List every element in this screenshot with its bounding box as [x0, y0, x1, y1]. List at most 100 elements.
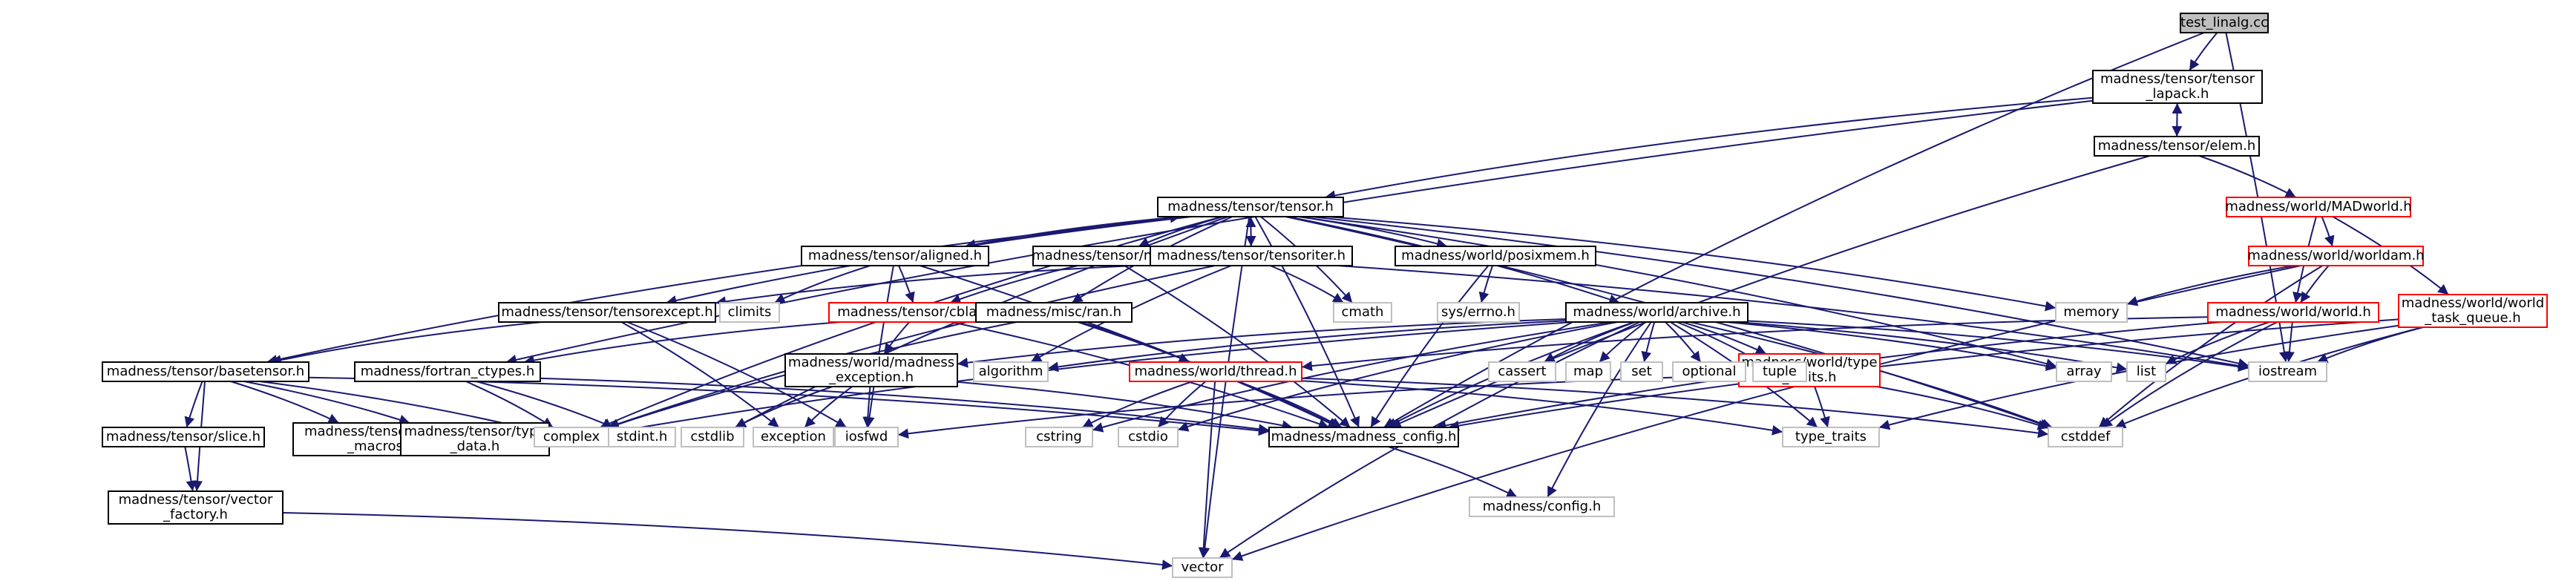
node-label: climits [728, 304, 772, 320]
node-madness-tensor-tensoriter-h[interactable]: madness/tensor/tensoriter.h [1150, 246, 1353, 266]
node-label: algorithm [979, 364, 1043, 379]
node-label: madness/tensor/basetensor.h [107, 364, 304, 379]
edge-aligned-to-climits [774, 265, 871, 303]
node-madness-tensor-elem-h[interactable]: madness/tensor/elem.h [2094, 136, 2260, 157]
node-label: test_linalg.cc [2180, 15, 2268, 30]
node-madness-tensor-slice-h[interactable]: madness/tensor/slice.h [102, 427, 265, 447]
edge-basetensor-to-tmacros [230, 381, 340, 424]
node-algorithm: algorithm [973, 361, 1049, 382]
node-box [2092, 70, 2263, 104]
node-box [1469, 496, 1615, 517]
node-madness-world-posixmem-h[interactable]: madness/world/posixmem.h [1394, 246, 1596, 266]
node-box [2248, 246, 2424, 266]
node-madness-tensor-vector-factory-h[interactable]: madness/tensor/vector_factory.h [108, 490, 284, 525]
node-madness-tensor-basetensor-h[interactable]: madness/tensor/basetensor.h [102, 361, 309, 382]
node-madness-world-world-task-queue-h[interactable]: madness/world/world_task_queue.h [2398, 294, 2548, 328]
edge-thread-to-cstring [1081, 381, 1193, 428]
edge-typetraits_h-to-cstddef [1876, 386, 2049, 430]
node-test-linalg-cc[interactable]: test_linalg.cc [2180, 13, 2269, 33]
edge-worldam-to-world [2299, 265, 2330, 303]
node-madness-madness-config-h[interactable]: madness/madness_config.h [1268, 427, 1459, 447]
node-label: madness/tensor/tensorexcept.h [501, 304, 712, 320]
node-box [2048, 427, 2123, 447]
node-cstring: cstring [1025, 427, 1093, 447]
node-label: list [2137, 364, 2156, 379]
node-label: cassert [1498, 364, 1546, 379]
node-madness-tensor-aligned-h[interactable]: madness/tensor/aligned.h [801, 246, 989, 266]
node-label: madness/tensor/vector [119, 492, 273, 508]
node-madness-tensor-tensor-h[interactable]: madness/tensor/tensor.h [1157, 197, 1344, 217]
edge-madworld-to-worldam [2321, 216, 2335, 247]
node-label: cstdio [1128, 429, 1168, 444]
node-box [1157, 197, 1344, 217]
node-label: exception [761, 429, 826, 444]
node-madness-tensor-type-data-h[interactable]: madness/tensor/type_data.h [400, 422, 550, 456]
node-vector: vector [1172, 557, 1233, 578]
edge-mexception-to-cstdlib [735, 386, 833, 428]
node-madness-world-madworld-h[interactable]: madness/world/MADworld.h [2225, 197, 2412, 217]
node-label: madness/world/MADworld.h [2225, 199, 2411, 214]
node-box [2055, 302, 2128, 323]
node-label: madness/world/posixmem.h [1401, 248, 1590, 263]
node-label: _lapack.h [2146, 86, 2209, 102]
node-memory: memory [2055, 302, 2128, 323]
edge-thread-to-cstddef [1301, 377, 2049, 439]
edge-archive-to-cstddef [1689, 321, 2053, 429]
node-label: complex [543, 429, 600, 444]
edge-archive-to-config [1547, 321, 1652, 498]
node-madness-tensor-tensorexcept-h[interactable]: madness/tensor/tensorexcept.h [498, 302, 716, 323]
edge-vfactory-to-vector [282, 512, 1173, 571]
node-madness-world-archive-h[interactable]: madness/world/archive.h [1565, 302, 1749, 323]
node-box [1172, 557, 1233, 578]
edge-worldam-to-vector [1231, 265, 2301, 561]
node-cmath: cmath [1333, 302, 1392, 323]
edge-archive-to-map [1599, 321, 1647, 363]
node-box [2207, 302, 2379, 323]
node-box [1129, 361, 1302, 382]
node-iosfwd: iosfwd [834, 427, 899, 447]
node-label: cstddef [2061, 429, 2111, 444]
node-box [102, 361, 309, 382]
edge-aligned-to-cblas [898, 265, 915, 303]
node-box [534, 427, 609, 447]
node-label: stdint.h [617, 429, 667, 444]
node-madness-misc-ran-h[interactable]: madness/misc/ran.h [975, 302, 1133, 323]
edge-archive-to-complex [608, 321, 1573, 436]
edge-tensor_lapack-to-tensor [1325, 96, 2094, 201]
node-madness-world-world-h[interactable]: madness/world/world.h [2207, 302, 2379, 323]
node-madness-config-h: madness/config.h [1469, 496, 1615, 517]
edge-posixmem-to-mconfig [1370, 265, 1489, 428]
node-box [354, 361, 541, 382]
node-box [1565, 361, 1611, 382]
edge-archive-to-mexception [957, 318, 1567, 368]
node-madness-world-worldam-h[interactable]: madness/world/worldam.h [2247, 246, 2425, 266]
edge-archive-to-array [1725, 321, 2057, 372]
node-madness-world-madness-exception-h[interactable]: madness/world/madness_exception.h [784, 353, 958, 387]
edge-tensoriter-to-cmath [1270, 265, 1344, 303]
edge-cblas-to-fortran [523, 321, 841, 366]
node-label: tuple [1763, 364, 1797, 379]
node-madness-tensor-tensor-lapack-h[interactable]: madness/tensor/tensor_lapack.h [2092, 70, 2263, 104]
edge-world-to-list [2165, 321, 2270, 365]
node-label: _data.h [450, 439, 500, 454]
node-box [1672, 361, 1746, 382]
node-label: cstring [1036, 429, 1082, 444]
edge-tensor-to-iostream [1311, 216, 2249, 369]
node-box [102, 427, 265, 447]
node-madness-fortran-ctypes-h[interactable]: madness/fortran_ctypes.h [354, 361, 541, 382]
node-box [801, 246, 989, 266]
node-box [753, 427, 834, 447]
node-madness-world-thread-h[interactable]: madness/world/thread.h [1129, 361, 1302, 382]
node-box [975, 302, 1133, 323]
edge-slice-to-vfactory [184, 446, 197, 492]
edge-tensorexcept-to-basetensor [270, 321, 543, 365]
node-tuple: tuple [1752, 361, 1807, 382]
node-cstdio: cstdio [1118, 427, 1179, 447]
node-label: madness/tensor/tensor.h [1167, 199, 1334, 214]
node-box [1150, 246, 1353, 266]
node-cstddef: cstddef [2048, 427, 2123, 447]
edge-tensor-to-basetensor [266, 216, 1190, 365]
node-box [2094, 136, 2260, 157]
node-box [108, 490, 284, 525]
